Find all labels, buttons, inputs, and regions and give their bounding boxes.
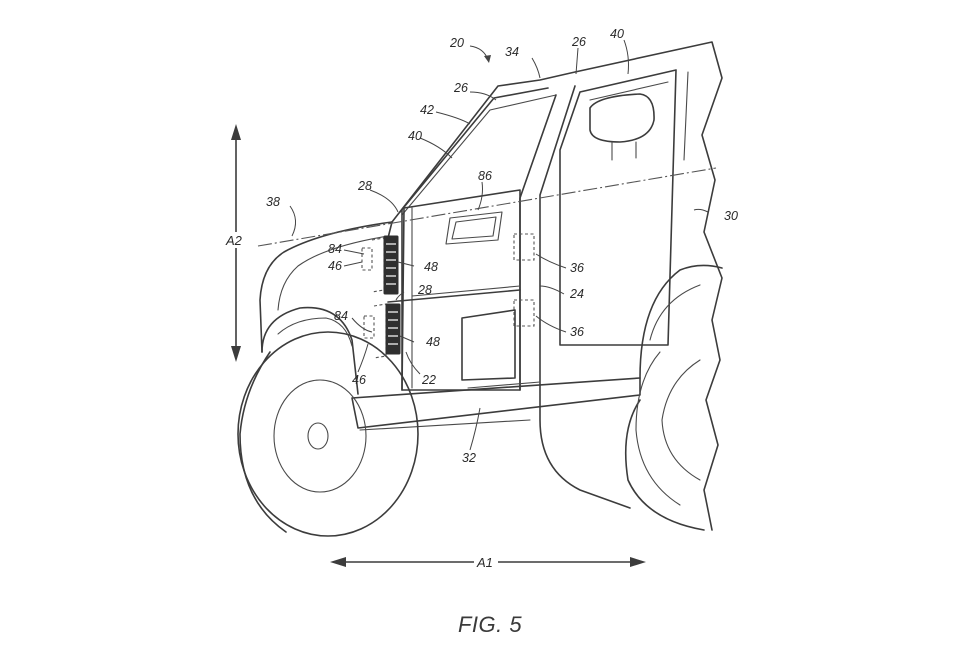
hood-crease: [277, 235, 389, 311]
label-48-top: 48: [424, 260, 438, 274]
label-20: 20: [449, 36, 464, 50]
hinge-36-top: [513, 233, 535, 261]
label-86: 86: [478, 169, 492, 183]
rear-door-frame: [559, 69, 677, 346]
label-46-top: 46: [328, 259, 342, 273]
hinge-36-bottom: [513, 299, 535, 327]
label-28-top: 28: [357, 179, 372, 193]
rear-wheel: [624, 351, 705, 531]
bracket-84-top: [371, 237, 385, 293]
front-fender: [261, 306, 359, 395]
window-86-inner: [451, 216, 497, 240]
label-28-mid: 28: [417, 283, 432, 297]
axis-a2: [226, 124, 246, 362]
axis-a1-label: A1: [476, 555, 493, 570]
hinge-elements: [361, 233, 535, 359]
element-46-bottom: [363, 315, 375, 339]
label-24: 24: [569, 287, 584, 301]
window-86: [445, 211, 503, 245]
label-84-top: 84: [328, 242, 342, 256]
label-36-bottom: 36: [570, 325, 584, 339]
label-26-lower: 26: [453, 81, 468, 95]
axis-a1: [330, 554, 646, 570]
label-26-upper: 26: [571, 35, 586, 49]
front-wheel: [237, 331, 419, 537]
reference-numerals: 20 34 26 40 26 42 40 28 38 86 30 84 46 4…: [266, 27, 738, 465]
label-36-top: 36: [570, 261, 584, 275]
label-38: 38: [266, 195, 280, 209]
label-40-front: 40: [408, 129, 422, 143]
rear-fender-arch: [639, 264, 723, 379]
beltline-2: [411, 285, 521, 297]
underbody: [359, 419, 531, 431]
door-lower-recess: [461, 309, 516, 381]
bracket-84-bottom: [373, 303, 387, 359]
roof-outline: [391, 41, 723, 531]
beltline: [387, 289, 521, 303]
a-pillar: [387, 221, 393, 239]
b-pillar-front: [519, 94, 557, 391]
label-42: 42: [420, 103, 434, 117]
rear-body-line: [683, 71, 689, 161]
headrest: [589, 93, 655, 143]
rear-door-inner: [589, 81, 669, 101]
axis-a2-label: A2: [225, 233, 243, 248]
rear-fender-inner: [649, 284, 701, 341]
label-32: 32: [462, 451, 476, 465]
figure-caption: FIG. 5: [457, 612, 523, 637]
label-40-rear: 40: [610, 27, 624, 41]
vent-48-bottom: [385, 303, 401, 355]
label-30: 30: [724, 209, 738, 223]
hood-outline: [259, 221, 393, 353]
label-22: 22: [421, 373, 436, 387]
label-48-bottom: 48: [426, 335, 440, 349]
label-34: 34: [505, 45, 519, 59]
rocker-inner: [467, 381, 541, 389]
reference-line-38: [257, 167, 717, 247]
vent-48-top: [383, 235, 399, 295]
b-pillar-rear: [539, 85, 576, 386]
label-84-bottom: 84: [334, 309, 348, 323]
leader-lines: [289, 39, 709, 451]
label-46-bottom: 46: [352, 373, 366, 387]
vehicle-body: [259, 41, 723, 531]
element-46-top: [361, 247, 373, 271]
lower-body-rear: [539, 384, 631, 509]
